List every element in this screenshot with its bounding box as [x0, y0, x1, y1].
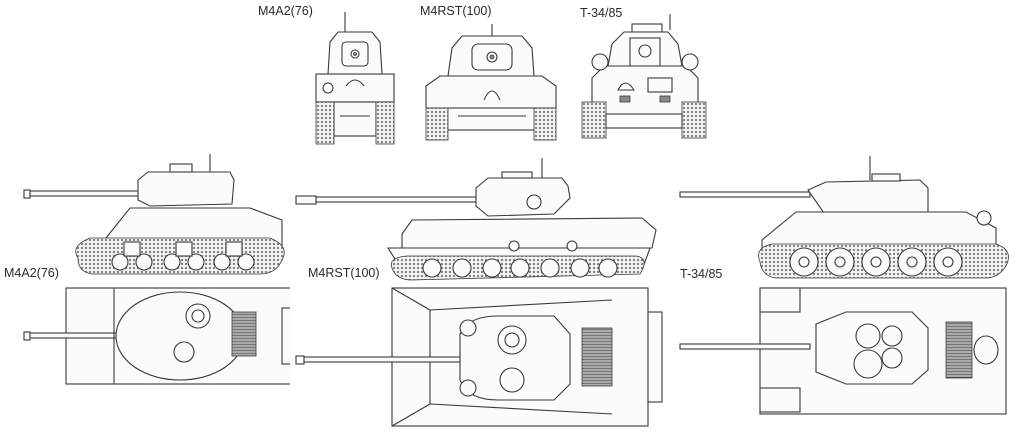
top-view-t34-85 — [676, 284, 1016, 420]
side-label-m4rst-100: M4RST(100) — [308, 266, 380, 280]
front-view-t34-85 — [578, 14, 710, 148]
side-view-m4rst-100 — [292, 158, 672, 284]
front-label-m4a2-76: M4A2(76) — [258, 4, 313, 18]
front-label-t34-85: T-34/85 — [580, 6, 623, 20]
side-label-m4a2-76: M4A2(76) — [4, 266, 59, 280]
front-view-m4rst-100 — [418, 14, 564, 148]
top-view-m4rst-100 — [292, 284, 672, 430]
top-view-m4a2-76 — [20, 284, 290, 390]
side-view-t34-85 — [676, 152, 1016, 282]
front-view-m4a2-76 — [300, 12, 410, 148]
side-view-m4a2-76 — [20, 150, 290, 280]
front-label-m4rst-100: M4RST(100) — [420, 4, 492, 18]
side-label-t34-85: T-34/85 — [680, 267, 723, 281]
